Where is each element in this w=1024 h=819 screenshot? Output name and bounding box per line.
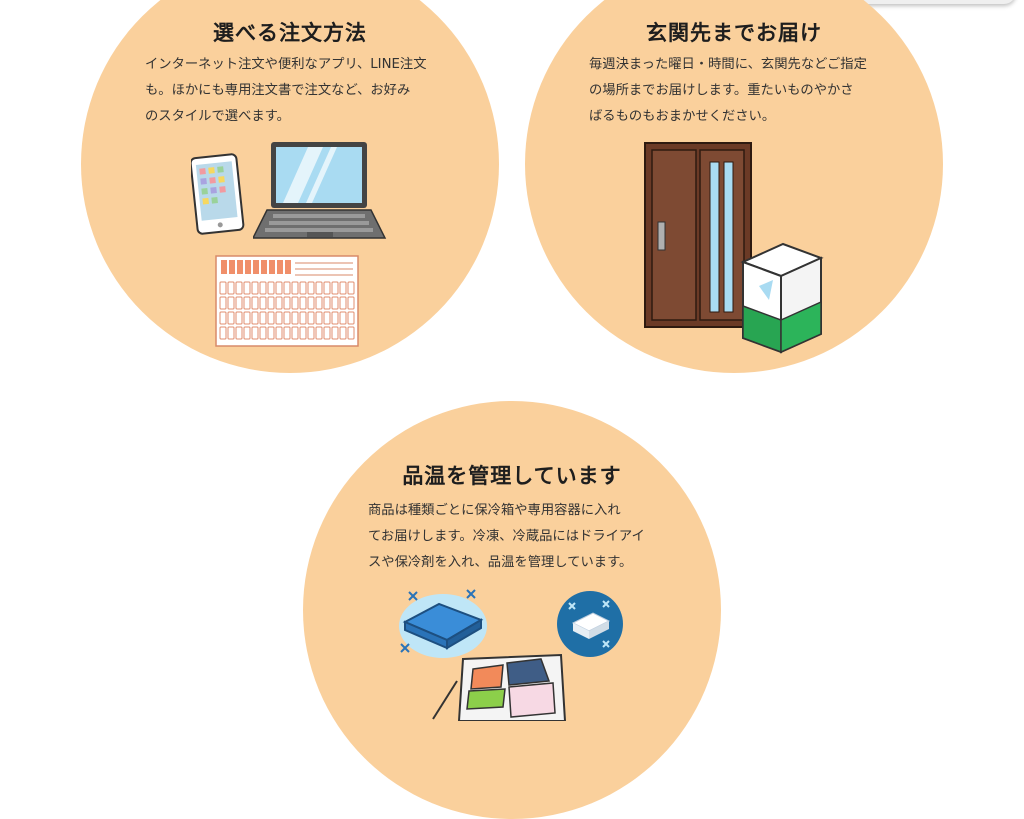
feature-description: 毎週決まった曜日・時間に、玄関先などご指定 の場所までお届けします。重たいものや…: [589, 52, 867, 130]
delivery-box-illustration: [740, 242, 824, 354]
description-line: インターネット注文や便利なアプリ、LINE注文: [145, 57, 427, 72]
feature-title: 選べる注文方法: [213, 21, 367, 45]
description-line: も。ほかにも専用注文書で注文など、お好み: [145, 83, 411, 98]
description-line: の場所までお届けします。重たいものやかさ: [589, 83, 854, 98]
description-line: 毎週決まった曜日・時間に、玄関先などご指定: [589, 57, 867, 72]
cooler-box-illustration: [432, 653, 567, 721]
description-line: てお届けします。冷凍、冷蔵品にはドライアイ: [368, 529, 645, 544]
frozen-container-illustration: [399, 589, 487, 658]
feature-title: 品温を管理しています: [402, 464, 622, 488]
feature-circle-door-delivery: 玄関先までお届け 毎週決まった曜日・時間に、玄関先などご指定 の場所までお届けし…: [525, 0, 943, 373]
feature-title: 玄関先までお届け: [646, 21, 822, 45]
tablet-illustration: [191, 153, 245, 235]
order-form-illustration: [215, 255, 359, 347]
dry-ice-illustration: [557, 591, 623, 657]
front-door-illustration: [644, 142, 752, 328]
description-line: 商品は種類ごとに保冷箱や専用容器に入れ: [368, 503, 621, 518]
description-line: ばるものもおまかせください。: [589, 109, 776, 124]
description-line: スや保冷剤を入れ、品温を管理しています。: [368, 555, 633, 570]
feature-circle-temperature-control: 品温を管理しています 商品は種類ごとに保冷箱や専用容器に入れ てお届けします。冷…: [303, 401, 721, 819]
laptop-illustration: [253, 142, 387, 239]
top-tab-right: [836, 0, 1016, 4]
description-line: のスタイルで選べます。: [145, 109, 290, 124]
feature-description: 商品は種類ごとに保冷箱や専用容器に入れ てお届けします。冷凍、冷蔵品にはドライア…: [368, 498, 645, 576]
feature-description: インターネット注文や便利なアプリ、LINE注文 も。ほかにも専用注文書で注文など…: [145, 52, 427, 130]
feature-circle-order-methods: 選べる注文方法 インターネット注文や便利なアプリ、LINE注文 も。ほかにも専用…: [81, 0, 499, 373]
